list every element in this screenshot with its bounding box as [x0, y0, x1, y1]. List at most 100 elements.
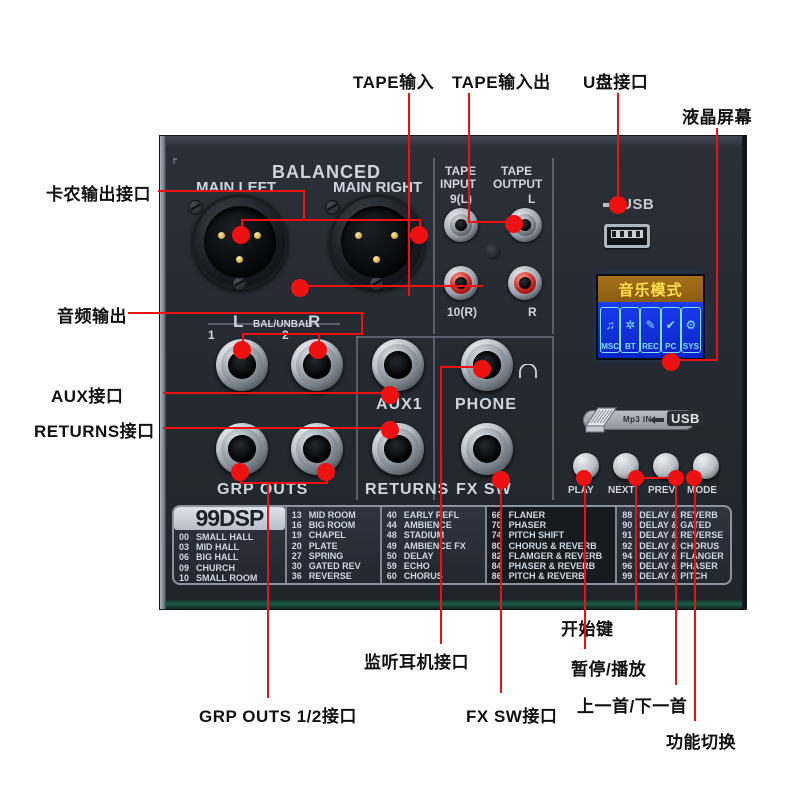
annotation-fx-sw: FX SW接口: [466, 707, 558, 726]
trs-aux1[interactable]: [372, 339, 424, 391]
trs-hole: [303, 435, 331, 463]
annotation-mode-switch: 功能切换: [666, 733, 736, 752]
leader-prev-next: [675, 477, 677, 685]
music-note-icon: ♫: [605, 317, 615, 332]
dsp-preset-name: DELAY & PITCH: [639, 571, 708, 582]
dsp-preset-number: 44: [386, 520, 397, 531]
annotation-start-key: 开始键: [561, 620, 614, 639]
dot-grp-out-2: [317, 463, 335, 481]
leader-pause-play: [584, 477, 586, 649]
dsp-preset-number: 36: [291, 571, 302, 582]
separator-phone-right: [552, 336, 554, 500]
label-tape-input-line1: TAPE: [445, 164, 477, 178]
lcd-icon-row: ♫ MSC ✲ BT ✎ REC ✔ PC ⚙ SYS: [598, 302, 703, 358]
dsp-preset-name: MID HALL: [196, 542, 239, 553]
xlr-main-right-connector[interactable]: [325, 194, 425, 291]
lcd-icon-pc[interactable]: ✔ PC: [660, 307, 681, 353]
leader-phones-h: [440, 366, 480, 368]
leader-tape-output-h: [468, 221, 510, 223]
label-tape-out-r: R: [528, 305, 537, 319]
dsp-preset-number: 49: [386, 540, 397, 551]
dsp-preset-number: 74: [491, 530, 502, 541]
dsp-preset-name: SMALL ROOM: [196, 572, 258, 583]
lcd-icon-rec-label: REC: [642, 342, 659, 351]
record-pen-icon: ✎: [645, 317, 656, 332]
lcd-title-bar: 音乐模式: [598, 276, 703, 302]
lcd-icon-msc[interactable]: ♫ MSC: [600, 307, 621, 353]
trs-grp-out-2[interactable]: [291, 423, 343, 475]
label-tape-output-line1: TAPE: [501, 164, 533, 178]
lcd-icon-sys[interactable]: ⚙ SYS: [680, 307, 702, 353]
dsp-preset-name: CHURCH: [196, 562, 235, 573]
dsp-preset-name: FLANER: [508, 510, 546, 520]
rca-tape-output-right[interactable]: [508, 266, 542, 300]
separator-balanced-left: [173, 158, 175, 164]
lcd-icon-pc-label: PC: [665, 342, 677, 351]
dot-audio-out-r: [309, 341, 327, 359]
xlr-screw-bottom: [369, 276, 384, 291]
leader-start-key: [635, 477, 637, 610]
dot-grp-out-1: [231, 463, 249, 481]
dot-returns-port: [381, 421, 399, 439]
label-grp-outs: GRP OUTS: [217, 481, 309, 498]
separator-aux-top: [356, 336, 552, 338]
dsp-preset-row: 99 DELAY & PITCH: [617, 571, 730, 581]
rca-tape-input-right[interactable]: [444, 266, 478, 300]
lcd-icon-rec[interactable]: ✎ REC: [640, 307, 661, 353]
dot-tape-output: [505, 215, 523, 233]
prev-button-label: PREV: [648, 485, 676, 496]
leader-grp-outs-h: [240, 482, 328, 484]
annotation-lcd-screen: 液晶屏幕: [682, 108, 752, 127]
leader-xlr-out-h: [158, 190, 305, 192]
dot-audio-out-l: [233, 341, 251, 359]
xlr-pin-3: [236, 256, 243, 263]
trs-fx-sw[interactable]: [461, 423, 513, 475]
usb-a-port[interactable]: [604, 224, 650, 248]
dsp-preset-number: 84: [491, 561, 502, 572]
dsp-preset-number: 40: [386, 510, 397, 520]
annotation-pause-play: 暂停/播放: [571, 660, 647, 679]
xlr-pin-2: [254, 232, 261, 239]
leader-lcd-screen: [716, 128, 718, 360]
label-channel-10-right: 10(R): [447, 305, 478, 319]
dsp-preset-number: 20: [291, 540, 302, 551]
dsp-preset-number: 91: [622, 530, 633, 541]
dsp-preset-number: 00: [179, 532, 190, 542]
dsp-preset-name: ECHO: [403, 561, 430, 572]
dsp-preset-number: 99: [622, 571, 633, 582]
dsp-preset-name: DELAY & PHASER: [639, 561, 718, 572]
lcd-mode-text: 音乐模式: [618, 281, 683, 299]
rca-hole: [519, 277, 531, 289]
lcd-icon-bt[interactable]: ✲ BT: [620, 307, 641, 353]
dsp-preset-number: 16: [291, 520, 302, 531]
leader-audio-out-h: [128, 312, 363, 314]
dsp-preset-number: 03: [179, 542, 190, 553]
dsp-preset-name: AMBIENCE FX: [403, 540, 466, 551]
lcd-screen[interactable]: 音乐模式 ♫ MSC ✲ BT ✎ REC ✔ PC ⚙ SYS: [598, 276, 703, 358]
leader-audio-out-h2: [242, 333, 363, 335]
rca-tape-input-left[interactable]: [444, 208, 478, 242]
label-phone: PHONE: [455, 396, 517, 413]
dsp-preset-number: 86: [491, 571, 502, 582]
annotation-usb-port: U盘接口: [583, 73, 649, 92]
dsp-preset-name: GATED REV: [308, 561, 361, 572]
separator-aux-left: [356, 336, 358, 500]
annotation-phones: 监听耳机接口: [364, 653, 469, 672]
dsp-preset-number: 82: [491, 550, 502, 561]
leader-xlr-out-v2: [241, 219, 243, 231]
dsp-preset-number: 50: [386, 550, 397, 561]
